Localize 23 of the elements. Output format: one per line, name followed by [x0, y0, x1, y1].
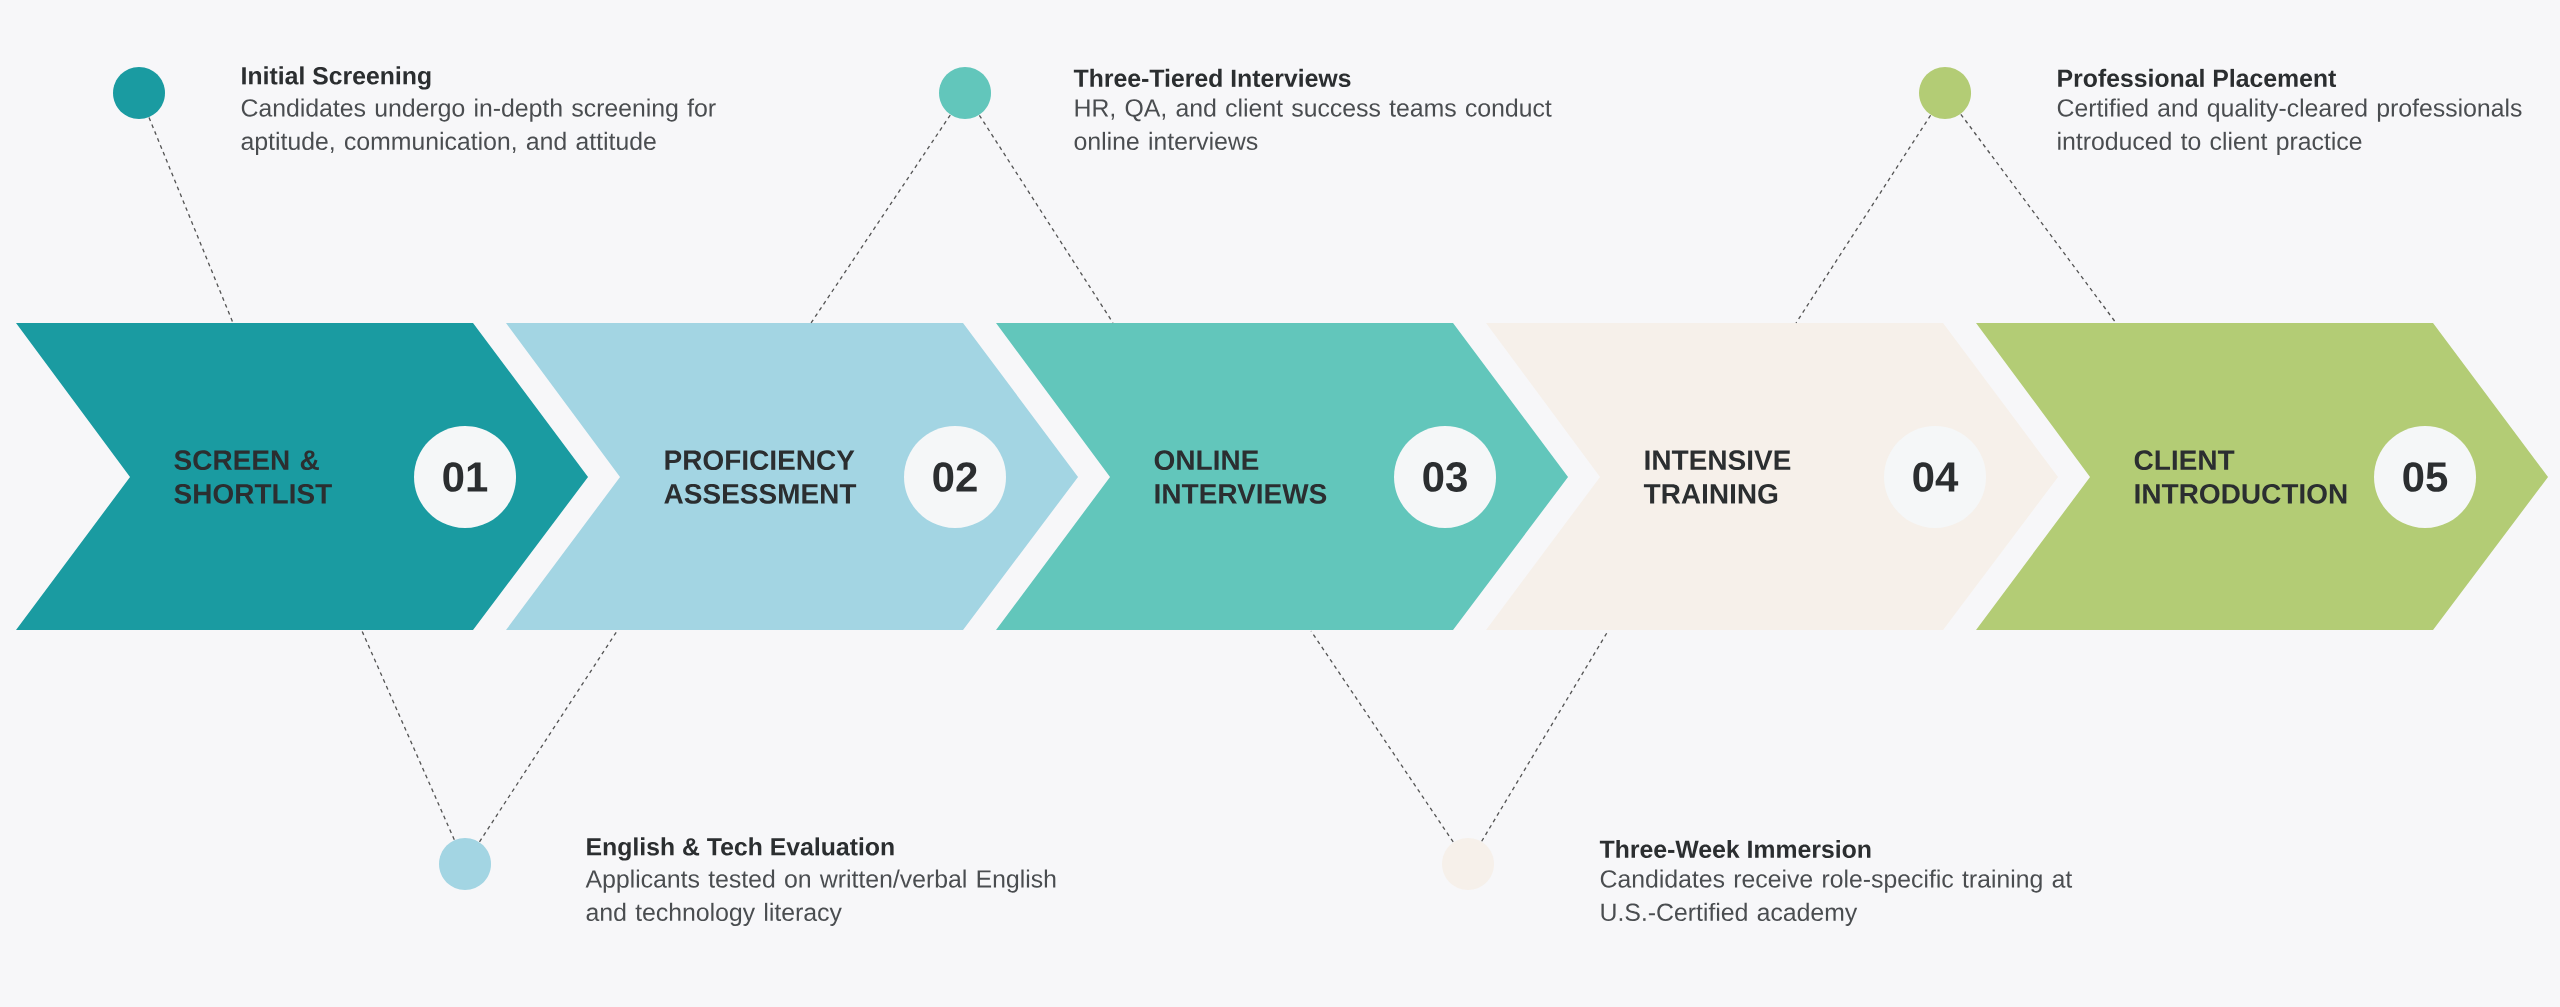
step-heading: Three-Tiered Interviews — [1073, 68, 1351, 88]
step-heading: Initial Screening — [242, 66, 431, 90]
step-description: HR, QA, and client success teams conduct online interviews — [1074, 98, 1552, 151]
dotted-connector — [148, 116, 234, 324]
marker-dot — [439, 838, 491, 890]
dotted-connector — [478, 630, 618, 843]
step-heading: Three-Week Immersion — [1599, 839, 1871, 859]
dotted-connector — [1960, 113, 2117, 324]
step-description: Candidates undergo in-depth screening for aptitude, communication, and attitude — [241, 98, 716, 155]
step-heading: English & Tech Evaluation — [587, 837, 894, 861]
step-description: Certified and quality-cleared professionals introduced to client practice — [2057, 98, 2522, 155]
marker-dot — [1442, 838, 1494, 890]
dotted-connector — [978, 114, 1114, 324]
marker-dot — [939, 67, 991, 119]
dotted-connector — [1481, 630, 1609, 842]
step-heading: Professional Placement — [2058, 68, 2336, 88]
dotted-connector — [361, 630, 455, 841]
marker-dot — [1919, 67, 1972, 119]
dotted-connector — [810, 114, 951, 324]
dotted-connector — [1795, 114, 1932, 324]
marker-dot — [113, 67, 165, 119]
step-description: Candidates receive role-specific training at U.S.-Certified academy — [1600, 869, 2073, 926]
step-description: Applicants tested on written/verbal English and technology literacy — [585, 869, 1056, 926]
